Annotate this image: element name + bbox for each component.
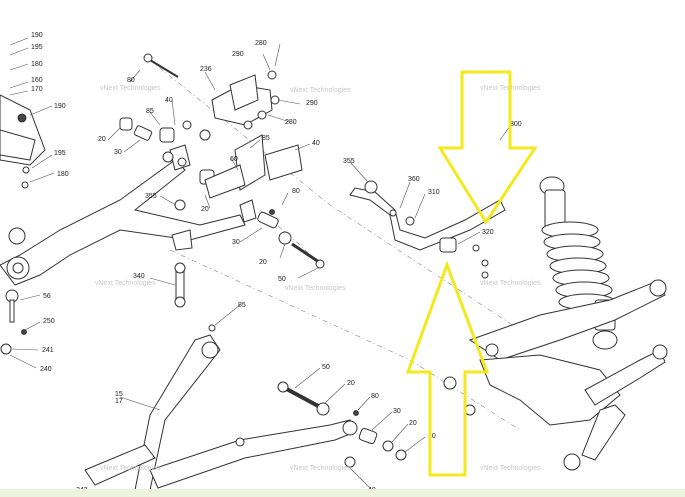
callout-label: 180 <box>57 171 69 178</box>
callout-label: 355 <box>145 193 157 200</box>
callout-label: 195 <box>31 44 43 51</box>
watermark: vNext Technologies <box>480 280 541 287</box>
centerline <box>169 249 521 431</box>
callout-label: 360 <box>408 176 420 183</box>
long-bolt <box>143 53 179 78</box>
callout-label: 50 <box>322 364 330 371</box>
knuckle-assembly <box>443 279 668 471</box>
callout-label: 240 <box>40 366 52 373</box>
page-footer-strip <box>0 489 685 497</box>
callout-label: 85 <box>238 302 246 309</box>
callout-label: 20 <box>409 420 417 427</box>
callout-labels: 190 195 180 160 170 190 195 180 80 85 40… <box>31 32 522 494</box>
callout-label: 160 <box>31 77 43 84</box>
callout-label: 180 <box>31 61 43 68</box>
callout-label: 290 <box>306 100 318 107</box>
callout-label: 40 <box>312 140 320 147</box>
callout-label: 80 <box>127 77 135 84</box>
callout-label: 236 <box>200 66 212 73</box>
callout-label: 30 <box>232 239 240 246</box>
watermark: vNext Technologies <box>480 465 541 472</box>
pivot-sleeves <box>257 209 325 269</box>
callout-label: 290 <box>232 51 244 58</box>
callout-label: 15 <box>115 391 123 398</box>
ball-joint-hardware <box>0 289 27 355</box>
callout-label: 30 <box>114 149 122 156</box>
watermark: vNext Technologies <box>95 280 156 287</box>
leader-lines <box>9 37 511 489</box>
callout-label: 300 <box>510 121 522 128</box>
watermark: vNext Technologies <box>100 465 161 472</box>
callout-label: 310 <box>428 189 440 196</box>
bushing-set <box>119 117 215 211</box>
upper-a-arm <box>0 144 257 286</box>
watermark: vNext Technologies <box>290 465 351 472</box>
callout-label: 340 <box>133 273 145 280</box>
highlight-arrow-down <box>437 70 538 225</box>
watermark: vNext Technologies <box>290 87 351 94</box>
callout-label: 85 <box>146 108 154 115</box>
watermark: vNext Technologies <box>100 85 161 92</box>
callout-label: 170 <box>31 86 43 93</box>
callout-label: 30 <box>393 408 401 415</box>
callout-label: 20 <box>98 136 106 143</box>
callout-label: 80 <box>292 188 300 195</box>
centerline <box>149 59 521 331</box>
callout-label: 190 <box>31 32 43 39</box>
anti-roll-bar <box>349 180 506 279</box>
callout-label: 85 <box>262 135 270 142</box>
callout-label: 20 <box>347 380 355 387</box>
callout-label: 250 <box>43 318 55 325</box>
lower-trailing-arm <box>84 324 358 491</box>
callout-label: 17 <box>115 398 123 405</box>
callout-label: 280 <box>255 40 267 47</box>
callout-label: 56 <box>43 293 51 300</box>
callout-label: 60 <box>230 156 238 163</box>
highlight-arrow-up <box>405 260 490 477</box>
callout-label: 40 <box>165 97 173 104</box>
callout-label: 320 <box>482 229 494 236</box>
mounting-plates <box>204 70 303 199</box>
callout-label: 20 <box>201 206 209 213</box>
callout-label: 20 <box>259 259 267 266</box>
callout-label: 10 <box>428 433 436 440</box>
callout-label: 355 <box>343 158 355 165</box>
callout-label: 241 <box>42 347 54 354</box>
frame-bracket <box>0 94 46 189</box>
callout-label: 190 <box>54 103 66 110</box>
callout-label: 195 <box>54 150 66 157</box>
watermark: vNext Technologies <box>285 285 346 292</box>
lower-bolt-set <box>277 381 407 468</box>
callout-label: 50 <box>278 276 286 283</box>
sway-bar-link <box>174 262 186 308</box>
callout-label: 280 <box>285 119 297 126</box>
callout-label: 80 <box>371 393 379 400</box>
